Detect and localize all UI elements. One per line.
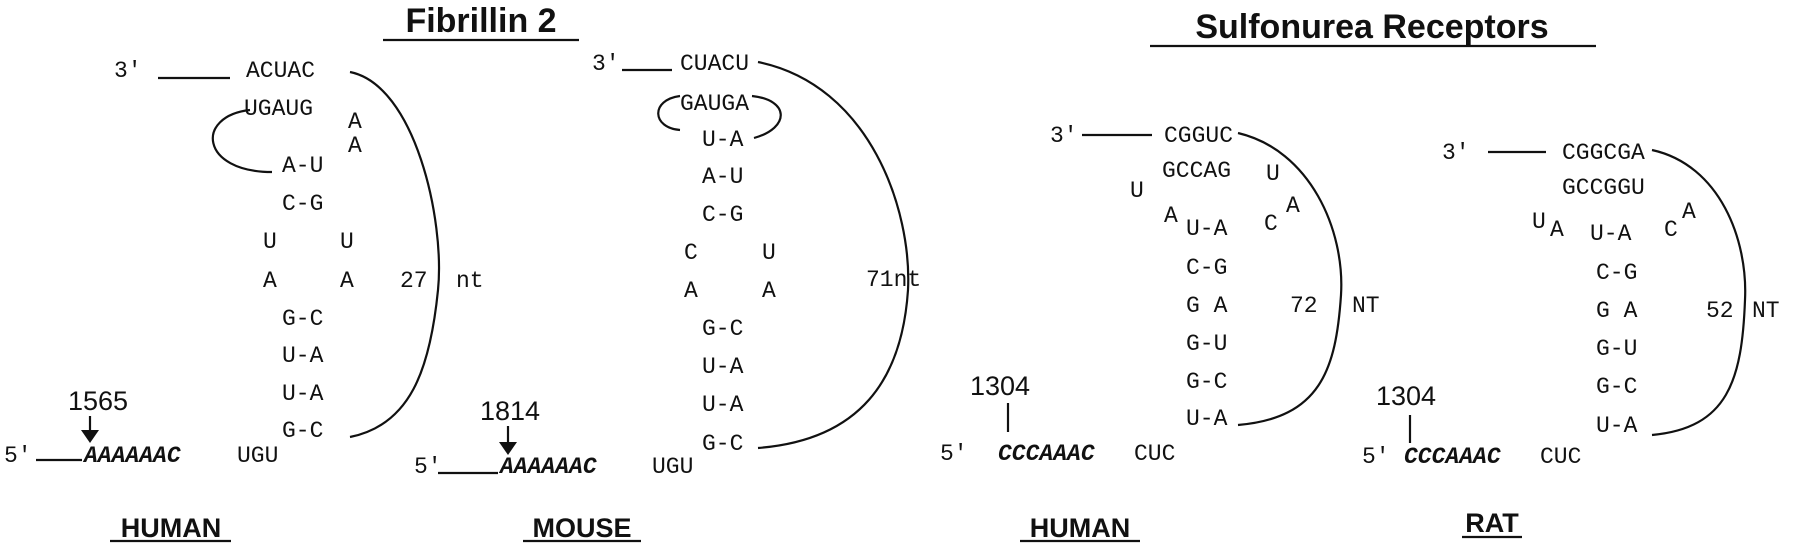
pair-2: C-G (1596, 260, 1637, 286)
position-label: 1304 (1376, 381, 1436, 411)
seq-tail: UGU (652, 454, 693, 480)
bulge-right-1: U (1266, 161, 1280, 187)
pair-1: A-U (282, 153, 323, 179)
bulge-right-3: A (1286, 193, 1300, 219)
position-arrow-head (81, 430, 99, 443)
three-prime-label: 3' (1050, 123, 1078, 149)
internal-left-2: A (263, 268, 277, 294)
seq-top: CGGUC (1164, 123, 1233, 149)
seq-tail: CUC (1540, 444, 1581, 470)
seq-tail: UGU (237, 443, 278, 469)
pair-7: G-C (702, 431, 743, 457)
panel-sulfonurea-rat: 3' CGGCGA GCCGGU U A C A U-A C-G G A G-U… (1362, 140, 1780, 539)
internal-right-2: A (762, 278, 776, 304)
position-label: 1814 (480, 396, 540, 426)
pair-1: U-A (702, 127, 744, 153)
seq-loop: GAUGA (680, 91, 749, 117)
species-label-mouse: MOUSE (532, 513, 631, 543)
pair-1: U-A (1590, 221, 1632, 247)
polyadenylation-signal: AAAAAAC (82, 443, 181, 469)
seq-second: GCCAG (1162, 158, 1231, 184)
internal-left-1: C (684, 240, 698, 266)
pair-5: U-A (702, 354, 744, 380)
panel-sulfonurea-human: 3' CGGUC GCCAG U A U C A U-A C-G G A G-U… (940, 123, 1380, 543)
bulge-left-1: U (1130, 178, 1144, 204)
span-length: 52 (1706, 298, 1734, 324)
five-prime-label: 5' (940, 441, 968, 467)
seq-top: CGGCGA (1562, 140, 1645, 166)
span-length: 71nt (866, 267, 921, 293)
pair-5: G-C (1186, 369, 1227, 395)
title-sulfonurea-receptors: Sulfonurea Receptors (1195, 8, 1548, 46)
polyadenylation-signal: CCCAAAC (998, 441, 1095, 467)
title-fibrillin-2: Fibrillin 2 (405, 2, 556, 40)
long-range-arc (757, 60, 910, 450)
seq-second: GCCGGU (1562, 175, 1645, 201)
bulge-left-1: U (1532, 209, 1546, 235)
species-label-rat: RAT (1465, 508, 1519, 538)
seq-loop: UGAUG (244, 96, 313, 122)
internal-left-2: A (684, 278, 698, 304)
pair-3: G A (1596, 298, 1638, 324)
internal-left-1: U (263, 229, 277, 255)
internal-right-2: A (340, 268, 354, 294)
panel-fibrillin-mouse: 3' CUACU GAUGA U-A A-U C-G C A U A G-C U… (414, 51, 921, 543)
panel-fibrillin-human: 3' ACUAC UGAUG A A A-U C-G U A U A G-C U… (4, 58, 484, 543)
pair-4: G-C (702, 316, 743, 342)
polyadenylation-signal: AAAAAAC (498, 454, 597, 480)
three-prime-label: 3' (114, 58, 142, 84)
long-range-arc (349, 70, 441, 439)
pair-3: G A (1186, 293, 1228, 319)
internal-right-1: U (762, 240, 776, 266)
pair-4: G-U (1186, 331, 1227, 357)
three-prime-label: 3' (1442, 140, 1470, 166)
span-unit: NT (1352, 293, 1380, 319)
pair-6: U-A (702, 392, 744, 418)
position-label: 1304 (970, 371, 1030, 401)
species-label-human: HUMAN (1030, 513, 1131, 543)
internal-right-1: U (340, 229, 354, 255)
five-prime-label: 5' (4, 443, 32, 469)
pair-5: U-A (282, 381, 324, 407)
span-length: 27 (400, 268, 428, 294)
loop-bulge-2: A (348, 133, 362, 159)
pair-4: U-A (282, 343, 324, 369)
five-prime-label: 5' (1362, 444, 1390, 470)
position-arrow-head (499, 442, 517, 455)
bulge-right-2: C (1264, 211, 1278, 237)
loop-arc-left (657, 94, 681, 132)
bulge-left-2: A (1164, 203, 1178, 229)
loop-bulge-1: A (348, 109, 362, 135)
pair-4: G-U (1596, 336, 1637, 362)
span-length: 72 (1290, 293, 1318, 319)
species-label-human: HUMAN (121, 513, 222, 543)
pair-5: G-C (1596, 374, 1637, 400)
five-prime-label: 5' (414, 454, 442, 480)
long-range-arc (1651, 148, 1747, 437)
pair-3: C-G (702, 202, 743, 228)
pair-1: U-A (1186, 216, 1228, 242)
bulge-left-2: A (1550, 217, 1564, 243)
seq-top: ACUAC (246, 58, 315, 84)
span-unit: nt (456, 268, 484, 294)
bulge-right-1: C (1664, 217, 1678, 243)
pair-2: A-U (702, 164, 743, 190)
loop-arc-right (751, 94, 782, 140)
seq-top: CUACU (680, 51, 749, 77)
pair-6: U-A (1186, 406, 1228, 432)
pair-2: C-G (282, 191, 323, 217)
pair-2: C-G (1186, 255, 1227, 281)
pair-6: G-C (282, 418, 323, 444)
three-prime-label: 3' (592, 51, 620, 77)
span-unit: NT (1752, 298, 1780, 324)
long-range-arc (1237, 131, 1343, 427)
polyadenylation-signal: CCCAAAC (1404, 444, 1501, 470)
pair-3: G-C (282, 306, 323, 332)
seq-tail: CUC (1134, 441, 1175, 467)
position-label: 1565 (68, 386, 128, 416)
hairpin-loop-arc (211, 108, 273, 174)
pair-6: U-A (1596, 413, 1638, 439)
bulge-right-2: A (1682, 199, 1696, 225)
